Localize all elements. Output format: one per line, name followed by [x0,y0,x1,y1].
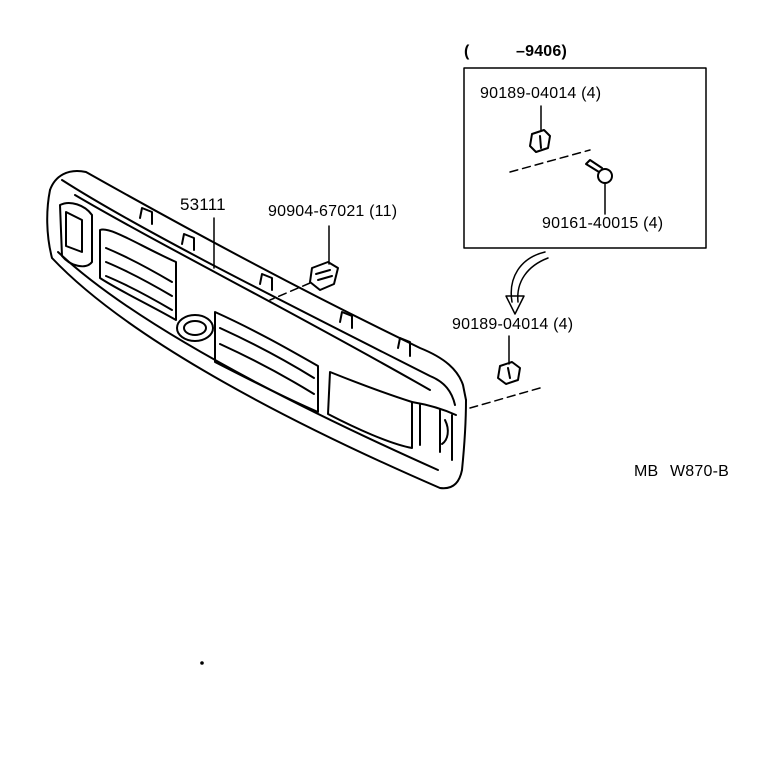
nut-part-label: 90189-04014 (4) [452,316,574,333]
inset-bolt [585,159,613,184]
code-prefix: MB [634,463,659,480]
inset-box [463,67,707,249]
inset-nut [529,129,551,153]
grille-clip [309,261,339,291]
radiator-grille [46,170,467,490]
inset-part-top-label: 90189-04014 (4) [480,85,602,102]
range-value: –9406) [516,43,568,60]
grille-nut [497,361,521,385]
clip-part-label: 90904-67021 (11) [268,203,398,220]
diagram-code: W870-B [670,463,729,480]
inset-part-bottom-label: 90161-40015 (4) [542,215,664,232]
speck [200,661,204,665]
detail-arrow-icon [505,251,549,315]
grille-part-label: 53111 [180,195,226,214]
nut-dash-line [469,387,541,409]
clip-dash-line [269,282,311,301]
inset-dash-line [509,149,591,173]
range-paren: ( [464,43,470,60]
